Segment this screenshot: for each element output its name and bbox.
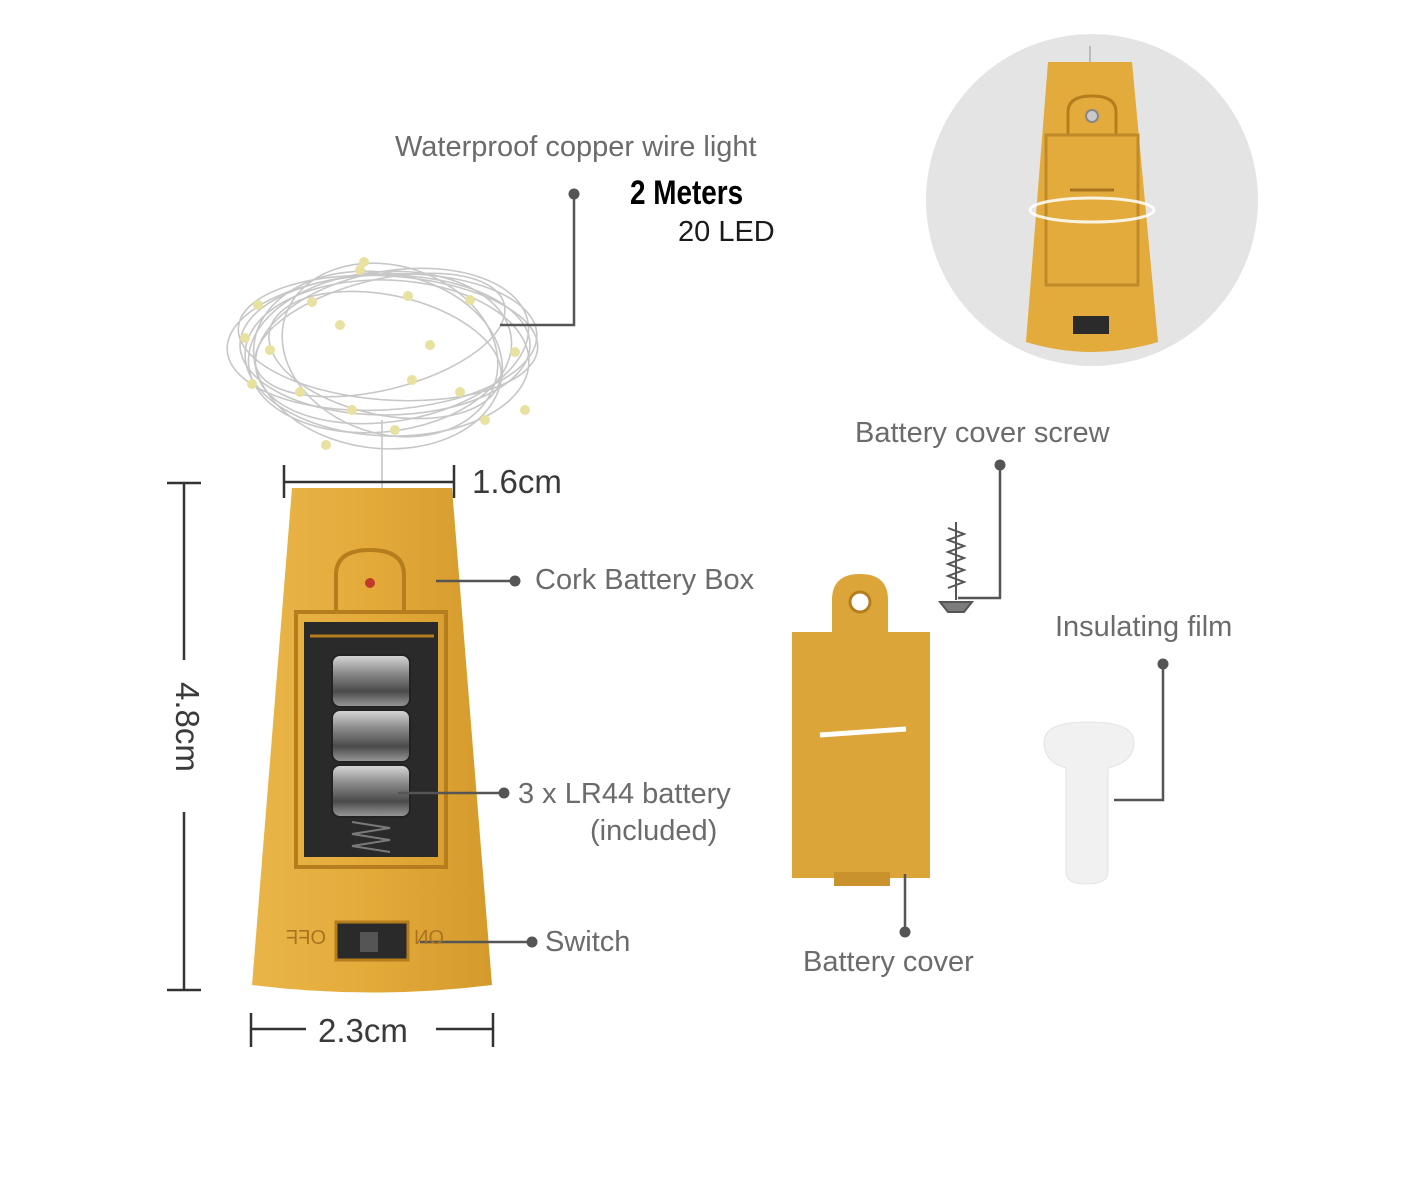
insulating-film-ring (1028, 196, 1156, 224)
battery-cell-icon (331, 764, 411, 818)
battery-cover-label: Battery cover (803, 946, 974, 978)
wire-led-label: 20 LED (678, 216, 775, 248)
bottom-width-dimension: 2.3cm (318, 1012, 408, 1049)
cover-body (792, 632, 930, 878)
wire-title-label: Waterproof copper wire light (395, 131, 757, 163)
spring-icon (351, 821, 391, 853)
dimension-lines (167, 465, 495, 1047)
leader-lines (398, 196, 1165, 944)
led-indicator-icon (365, 578, 375, 588)
cork-back-view (926, 34, 1258, 366)
battery-cell-icon (331, 709, 411, 763)
screw-head-icon (1085, 109, 1099, 123)
battery-cover-part (792, 574, 930, 886)
switch-label: Switch (545, 926, 631, 958)
insulating-film-part (1043, 721, 1135, 885)
screw-label: Battery cover screw (855, 417, 1110, 449)
cover-hole-icon (848, 590, 872, 614)
battery-label-line1: 3 x LR44 battery (518, 778, 731, 810)
switch-slot (1073, 316, 1109, 334)
switch-off-mark: OFF (286, 927, 326, 949)
cork-box-label: Cork Battery Box (535, 564, 755, 596)
cork-battery-box (252, 488, 492, 993)
wire-length-label: 2 Meters (630, 174, 744, 212)
battery-cell-icon (331, 654, 411, 708)
copper-wire-coil (226, 262, 539, 490)
leader-dots (498, 188, 1169, 948)
battery-label-line2: (included) (590, 815, 718, 847)
led-beads (240, 257, 530, 450)
switch-on-mark: ON (414, 927, 444, 949)
top-width-dimension: 1.6cm (472, 463, 562, 500)
insulating-film-label: Insulating film (1055, 611, 1233, 643)
height-dimension: 4.8cm (169, 682, 206, 772)
screw-icon (937, 522, 975, 613)
